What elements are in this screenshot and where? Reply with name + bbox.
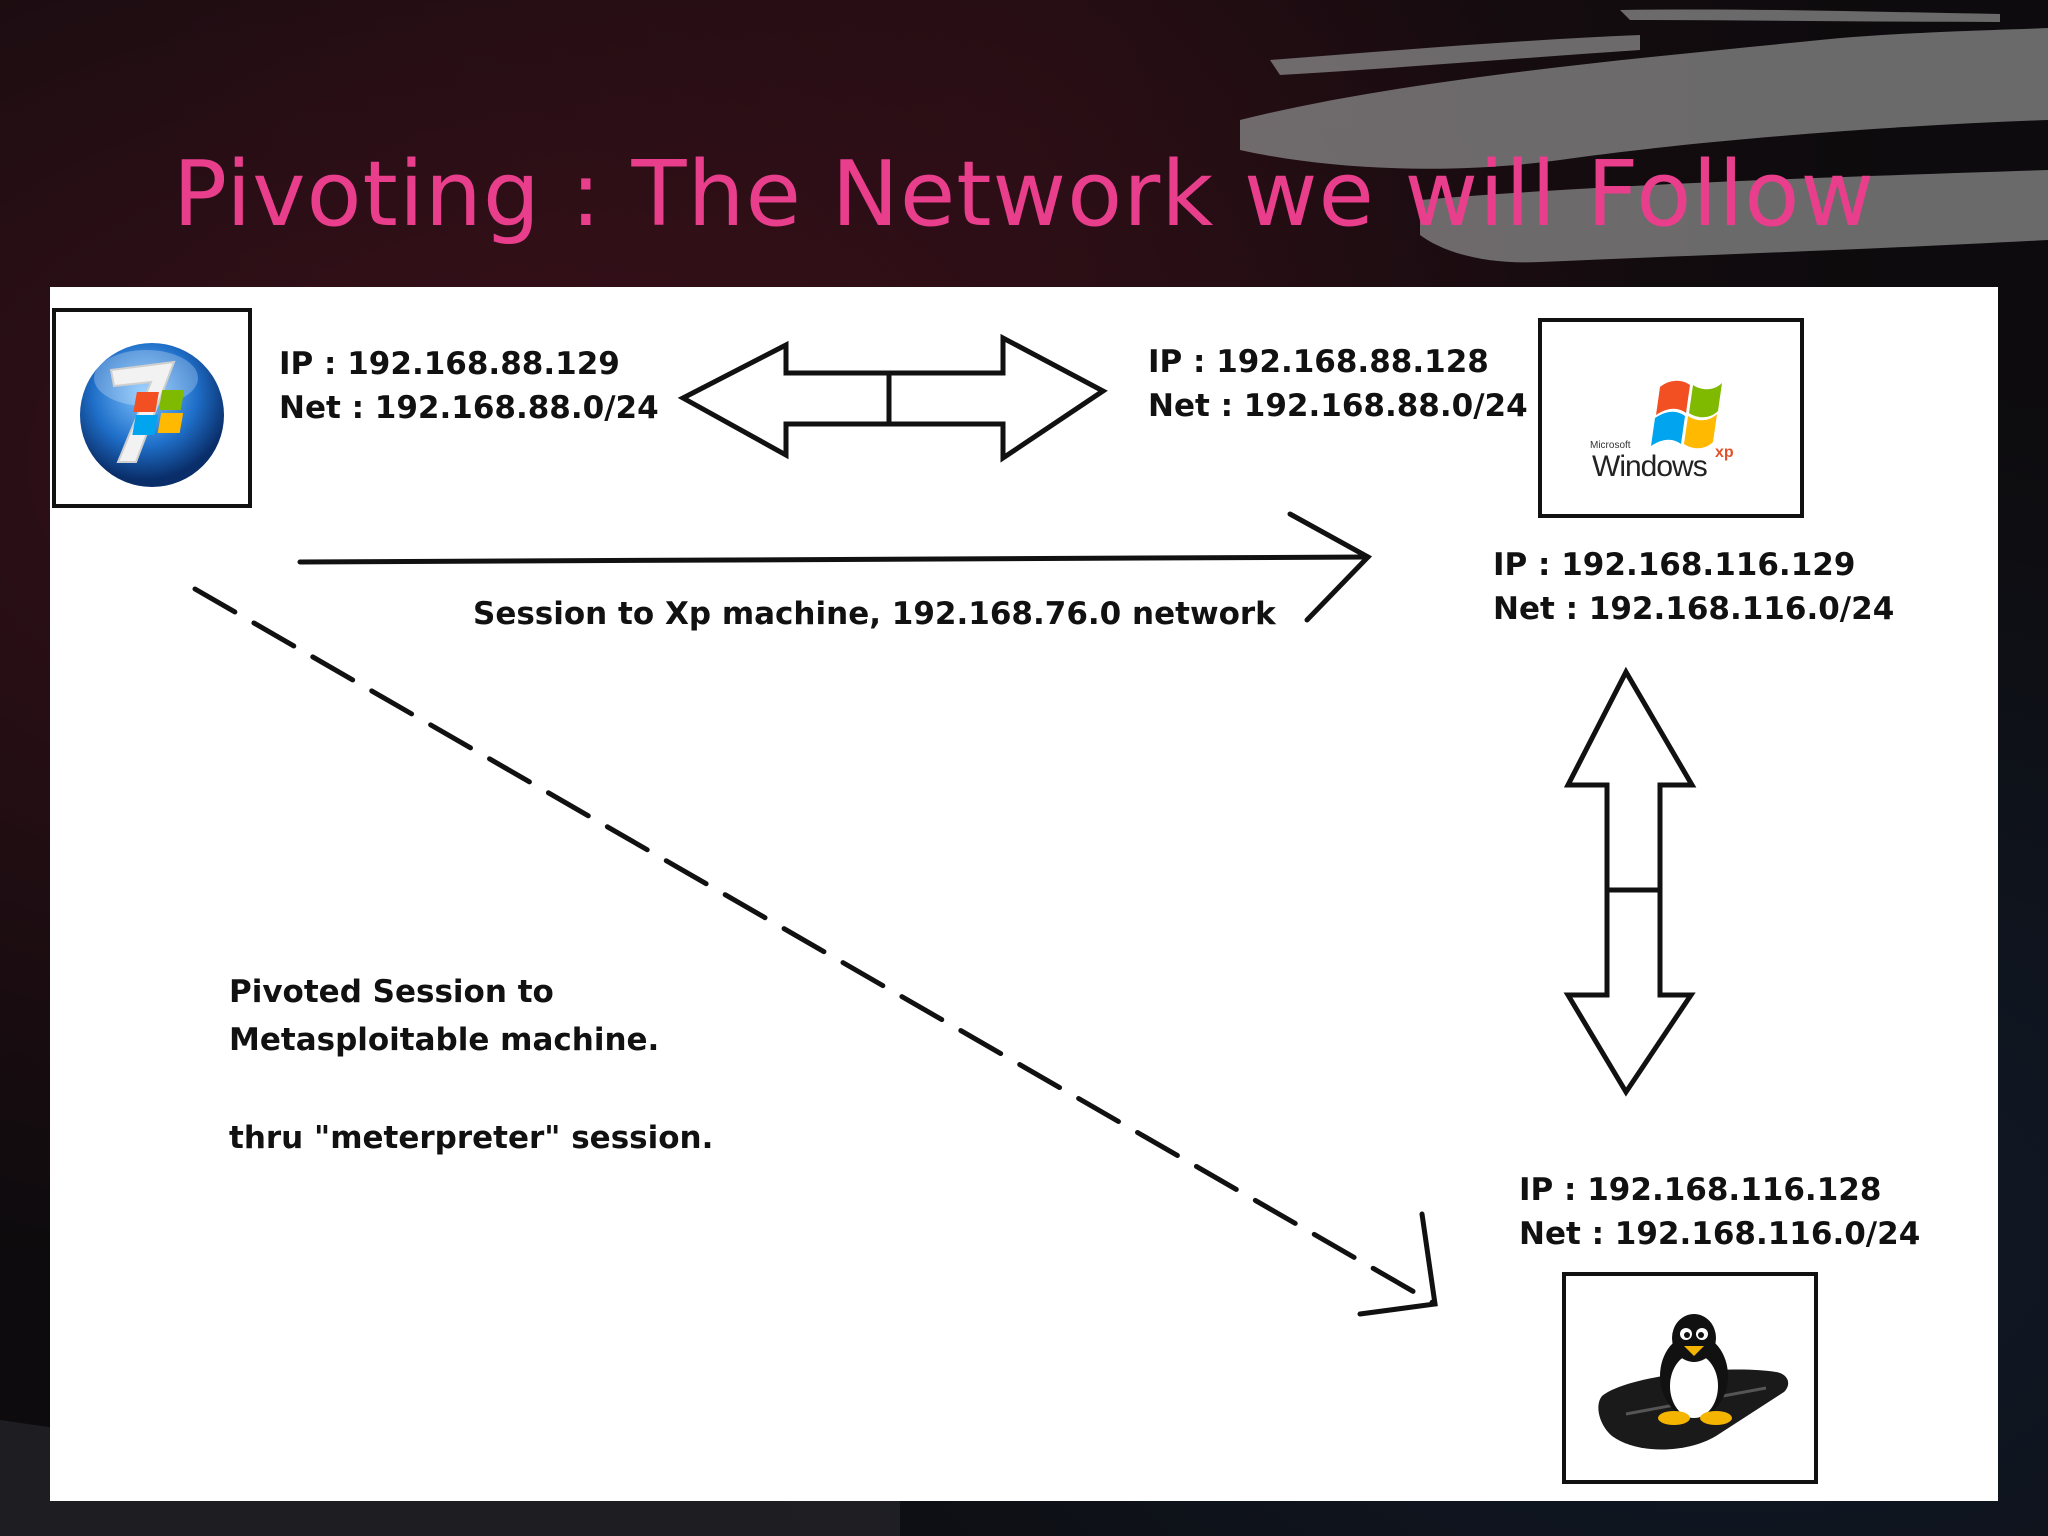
session-label: Session to Xp machine, 192.168.76.0 netw… <box>473 596 1276 632</box>
winxp-logo-windows: Windows <box>1592 450 1708 483</box>
win7-net: Net : 192.168.88.0/24 <box>279 390 659 426</box>
link-win7-winxp-arrow <box>677 333 1108 463</box>
winxp-ip-b: IP : 192.168.116.129 <box>1493 547 1856 583</box>
linux-net: Net : 192.168.116.0/24 <box>1519 1216 1921 1252</box>
pivot-label-line2: Metasploitable machine. <box>229 1022 660 1058</box>
network-diagram-panel: IP : 192.168.88.129 Net : 192.168.88.0/2… <box>50 287 1998 1501</box>
windows-xp-logo-icon <box>1651 380 1722 449</box>
winxp-logo-xp: xp <box>1715 444 1734 461</box>
winxp-net-a: Net : 192.168.88.0/24 <box>1148 388 1528 424</box>
linux-tux-icon <box>1598 1314 1789 1450</box>
link-winxp-linux-arrow <box>1563 666 1697 1097</box>
winxp-net-b: Net : 192.168.116.0/24 <box>1493 591 1895 627</box>
win7-ip: IP : 192.168.88.129 <box>279 346 620 382</box>
pivot-label-line3: thru "meterpreter" session. <box>229 1120 714 1156</box>
winxp-ip-a: IP : 192.168.88.128 <box>1148 344 1489 380</box>
linux-node <box>1562 1272 1818 1484</box>
winxp-logo-microsoft: Microsoft <box>1590 440 1631 451</box>
linux-ip: IP : 192.168.116.128 <box>1519 1172 1882 1208</box>
win7-node <box>52 308 252 508</box>
session-arrow <box>297 511 1373 623</box>
pivot-label-line1: Pivoted Session to <box>229 974 554 1010</box>
slide-title: Pivoting : The Network we will Follow <box>172 142 1876 247</box>
diagram-connectors <box>192 333 1697 1317</box>
windows-7-logo-icon <box>80 343 224 487</box>
winxp-node: Microsoft Windows xp <box>1538 318 1804 518</box>
pivot-session-arrow <box>192 586 1438 1317</box>
